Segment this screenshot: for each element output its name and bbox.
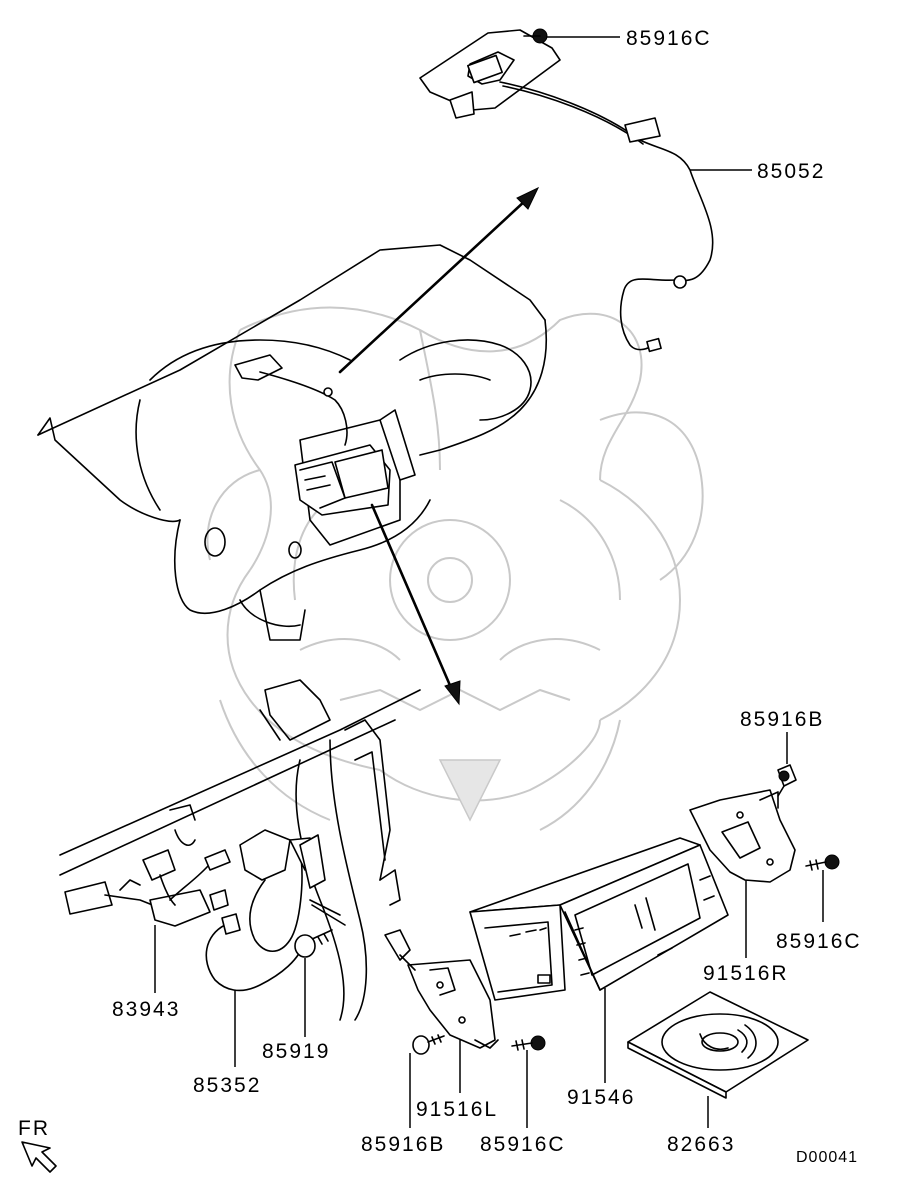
label-85352: 85352 [193,1074,261,1097]
label-fr-direction: FR [18,1117,50,1140]
screw-85916C-bottom [511,1035,546,1051]
label-85916B-right: 85916B [740,708,824,731]
antenna-cable-85352 [205,829,326,992]
part-labels: 85916C 85052 85916B 85916C 91516R 83943 … [18,27,862,1166]
map-disc-82663 [627,991,809,1099]
label-85916C-top: 85916C [626,27,712,50]
bracket-91516L [384,929,499,1049]
callout-arrows [338,186,540,706]
leader-lines [154,36,824,1128]
label-85919: 85919 [262,1040,330,1063]
label-85916C-bottom: 85916C [480,1133,566,1156]
bolt-85919 [294,929,333,958]
screw-85916B-bottom [412,1034,445,1055]
label-85052: 85052 [757,160,825,183]
label-82663: 82663 [667,1133,735,1156]
label-91516L: 91516L [416,1098,498,1121]
wiring-harness-83943 [64,849,231,927]
label-85916C-right: 85916C [776,930,862,953]
navigation-unit-91546 [469,837,729,1001]
bracket-91516R [689,789,796,883]
label-91546: 91546 [567,1086,635,1109]
diagram-code: D00041 [796,1149,858,1166]
watermark-logo [206,306,704,831]
label-91516R: 91516R [703,962,789,985]
label-83943: 83943 [112,998,180,1021]
dashboard-outline [37,244,548,1021]
front-direction-arrow [21,1141,57,1173]
screw-85916B-right [777,764,797,797]
antenna-bracket-assembly [419,28,714,353]
label-85916B-bottom: 85916B [361,1133,445,1156]
screw-85916C-right [805,854,840,871]
